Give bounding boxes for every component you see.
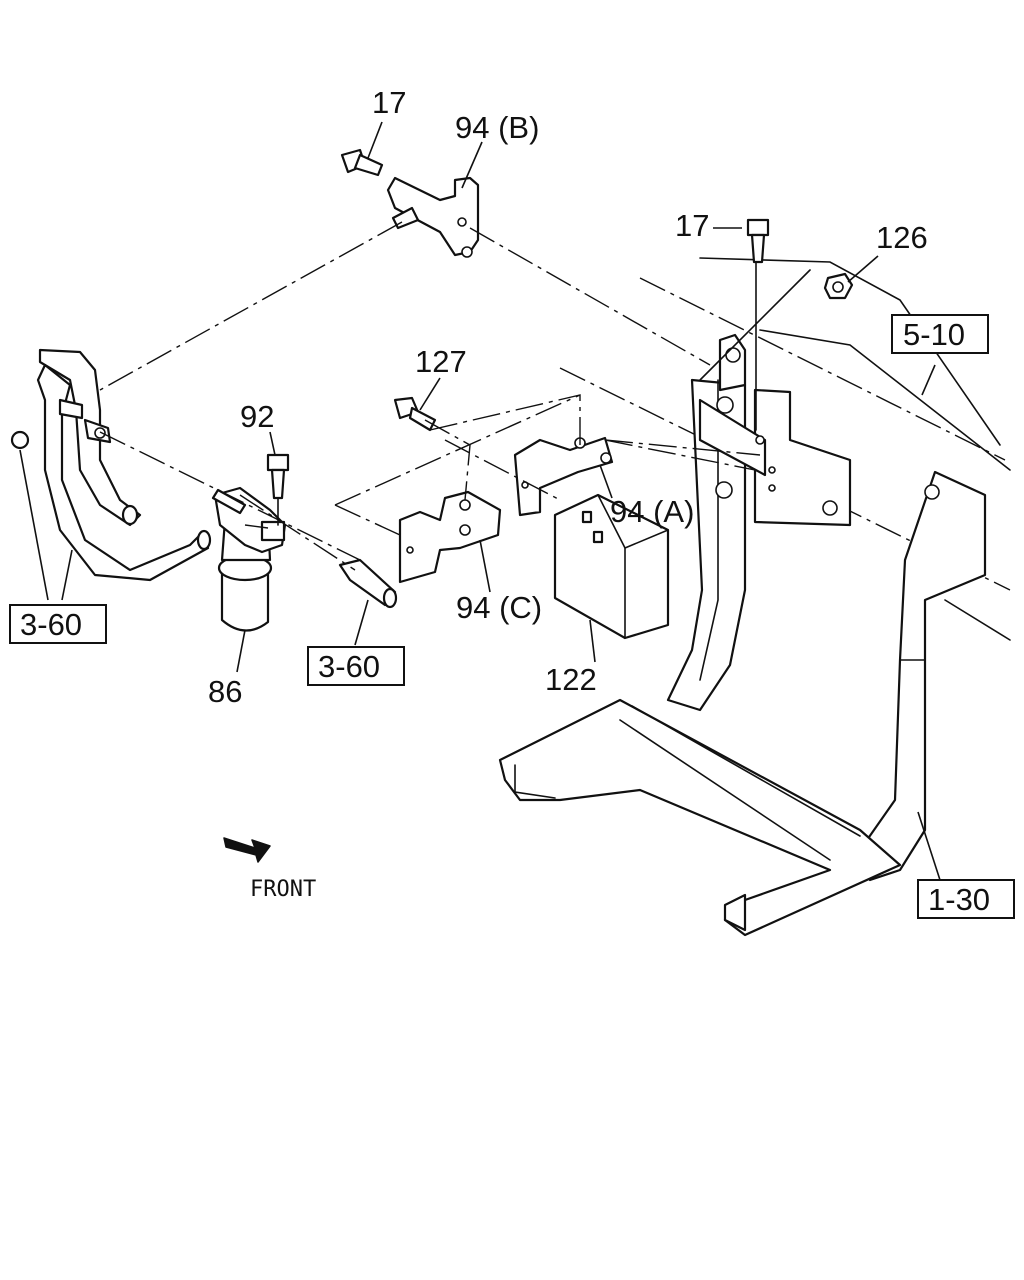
callout-17-right: 17 [675,208,709,243]
callout-122: 122 [545,662,597,697]
ref-box-5-10[interactable]: 5-10 [891,314,989,354]
bolt-127 [393,396,437,432]
hose-assembly [10,348,212,582]
bolt-92 [266,453,290,526]
ref-box-3-60-center[interactable]: 3-60 [307,646,405,686]
ref-3-60-center-label: 3-60 [318,649,380,684]
ref-3-60-left-label: 3-60 [20,607,82,642]
ref-5-10-label: 5-10 [903,317,965,352]
battery-carrier [498,269,987,937]
front-arrow-icon [223,837,271,863]
bolt-17-top [340,148,384,177]
callout-86: 86 [208,674,242,709]
callout-92: 92 [240,399,274,434]
ref-1-30-label: 1-30 [928,882,990,917]
callout-17-top: 17 [372,85,406,120]
cover-122 [553,493,670,640]
pipe-end [338,558,398,609]
bolt-17-right [746,218,770,431]
callout-labels: 17 94 (B) 17 126 127 92 94 (A) 94 (C) 12… [208,85,928,709]
callout-94a: 94 (A) [610,494,694,529]
bracket-94c [398,490,502,584]
callout-126: 126 [876,220,928,255]
assembly-lines [99,221,761,571]
callout-94c: 94 (C) [456,590,542,625]
nut-126 [823,272,854,300]
ref-box-1-30[interactable]: 1-30 [917,879,1015,919]
bracket-94a [513,436,614,517]
callout-127: 127 [415,344,467,379]
leader-lines [19,121,941,881]
filter-86 [211,486,287,632]
callout-94b: 94 (B) [455,110,539,145]
ref-box-3-60-left[interactable]: 3-60 [9,604,107,644]
front-label: FRONT [250,877,316,902]
